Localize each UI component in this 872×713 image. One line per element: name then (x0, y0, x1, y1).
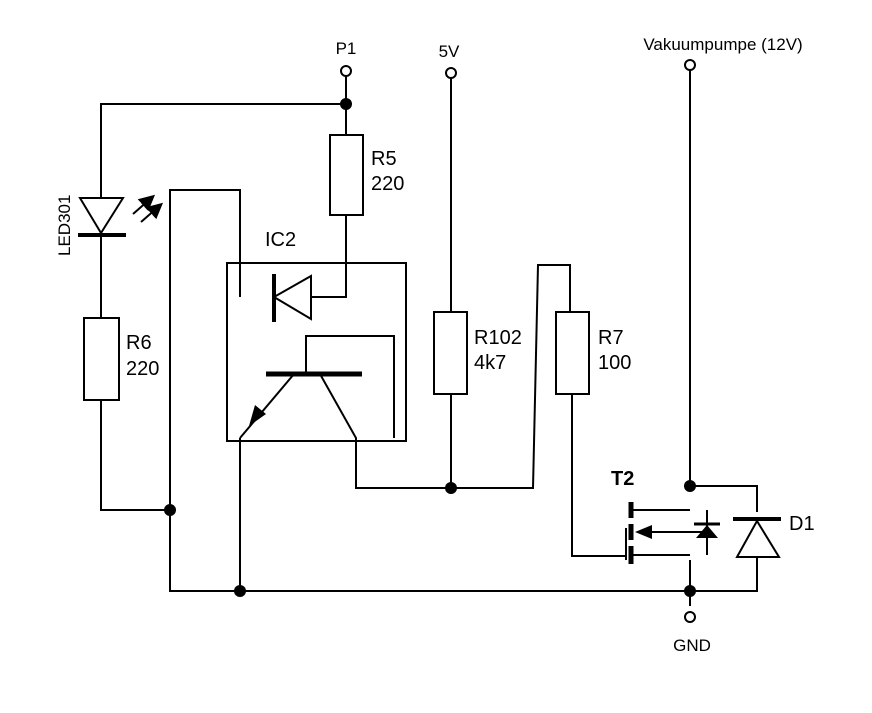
label-p1: P1 (336, 39, 357, 58)
ic-phototransistor (239, 371, 362, 439)
wire-d1-gnd (690, 557, 758, 592)
label-pump: Vakuumpumpe (12V) (643, 35, 802, 54)
junction-r6 (164, 504, 176, 516)
label-gnd: GND (673, 636, 711, 655)
junction-drain (684, 480, 696, 492)
label-r102-value: 4k7 (474, 352, 506, 374)
resistor-r5 (329, 134, 364, 216)
label-5v: 5V (439, 42, 460, 61)
junction-gnd (684, 585, 696, 597)
label-r6-name: R6 (126, 332, 152, 354)
label-t2: T2 (611, 468, 634, 490)
terminal-pump (684, 59, 696, 71)
resistor-r102 (433, 311, 468, 395)
wire-r6-return (100, 400, 170, 511)
label-r5-name: R5 (371, 148, 397, 170)
mosfet-t2 (625, 502, 720, 564)
terminal-gnd (684, 611, 696, 623)
ic-diode (272, 274, 312, 322)
wires (100, 66, 758, 606)
label-ic2: IC2 (265, 229, 296, 251)
led-symbol (78, 194, 164, 237)
wire-r7-gate (571, 394, 626, 557)
junction-r102 (445, 482, 457, 494)
terminal-5v (445, 67, 457, 79)
led-triangle (78, 197, 125, 235)
terminal-p1 (340, 65, 352, 77)
wire-ic-collector-loop (305, 335, 395, 438)
wire-pump-d1 (690, 485, 758, 512)
d1-triangle (735, 519, 781, 558)
label-r102-name: R102 (474, 327, 522, 349)
wire-diode-return (169, 189, 690, 592)
resistor-r7 (555, 311, 590, 395)
ic-diode-triangle (272, 274, 312, 321)
diode-d1 (733, 517, 781, 558)
ic-emitter-arrow (249, 405, 266, 426)
wire-ic-collector-out (319, 264, 571, 489)
label-r7-value: 100 (598, 352, 631, 374)
label-led301: LED301 (55, 195, 74, 256)
wire-r5-ic-diode (311, 215, 347, 298)
ic-emitter-line (239, 373, 295, 439)
t2-body-diode (696, 525, 718, 538)
ic2-box (226, 262, 407, 442)
light-arrow-2 (140, 202, 164, 223)
label-d1: D1 (789, 513, 815, 535)
junction-p1 (340, 98, 352, 110)
junction-emitter (234, 585, 246, 597)
label-r5-value: 220 (371, 173, 404, 195)
label-r7-name: R7 (598, 327, 624, 349)
wire-p1-led (100, 103, 346, 198)
t2-arrow (635, 525, 652, 539)
label-r6-value: 220 (126, 358, 159, 380)
light-arrow-1 (132, 194, 156, 215)
resistor-r6 (83, 317, 120, 401)
